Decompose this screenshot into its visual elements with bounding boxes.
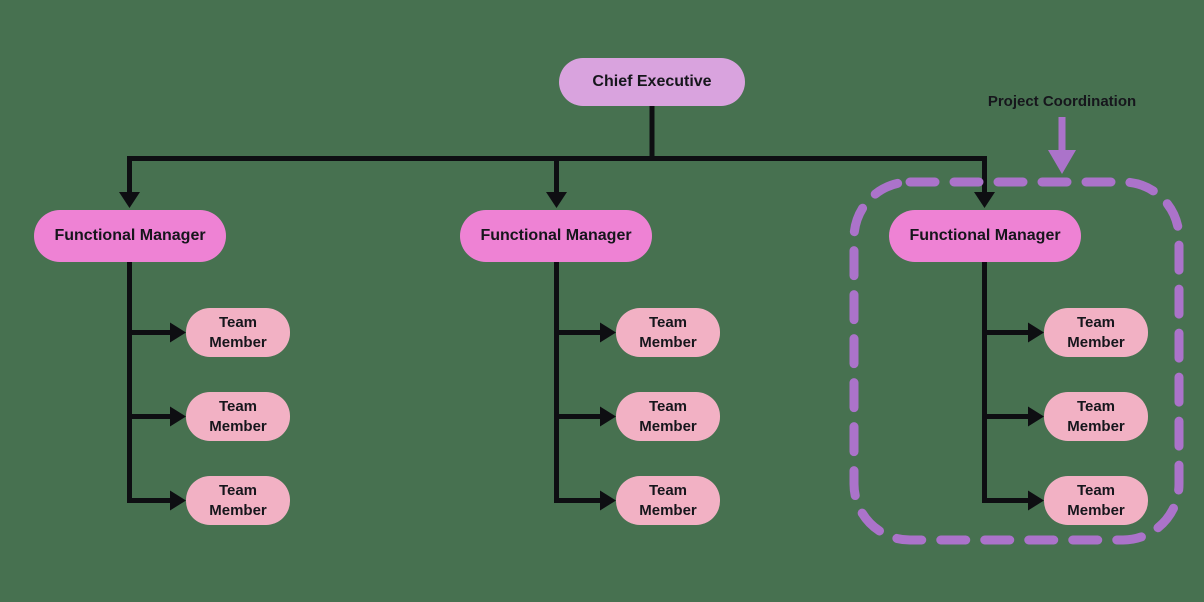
right-arrow-icon — [170, 406, 186, 427]
right-arrow-icon — [600, 322, 616, 343]
node-label: Team Member — [209, 482, 267, 519]
group-spines — [127, 262, 987, 501]
down-arrow-icon — [546, 192, 567, 208]
node-label: Team Member — [639, 398, 697, 435]
node-label: Team Member — [209, 314, 267, 351]
node-functional-manager-2: Functional Manager — [460, 210, 652, 262]
node-label: Team Member — [209, 398, 267, 435]
project-coordination-label: Project Coordination — [942, 93, 1182, 110]
right-arrow-icon — [1028, 322, 1044, 343]
node-team-member: Team Member — [616, 308, 720, 357]
node-team-member: Team Member — [186, 476, 290, 525]
node-label: Chief Executive — [592, 73, 712, 90]
right-arrow-icon — [170, 490, 186, 511]
node-label: Functional Manager — [909, 227, 1061, 244]
coordination-arrow-icon — [1048, 117, 1076, 174]
node-team-member: Team Member — [616, 476, 720, 525]
node-label: Team Member — [1067, 482, 1125, 519]
right-arrow-icon — [170, 322, 186, 343]
right-arrow-icon — [600, 490, 616, 511]
trunk-line — [129, 106, 985, 161]
node-team-member: Team Member — [1044, 476, 1148, 525]
node-team-member: Team Member — [1044, 392, 1148, 441]
node-label: Functional Manager — [54, 227, 206, 244]
right-arrow-icon — [1028, 406, 1044, 427]
down-arrow-icon — [119, 192, 140, 208]
node-chief-executive: Chief Executive — [559, 58, 745, 106]
node-team-member: Team Member — [186, 392, 290, 441]
node-functional-manager-3: Functional Manager — [889, 210, 1081, 262]
node-label: Team Member — [639, 482, 697, 519]
manager-drop-lines — [127, 156, 987, 193]
annotation-text: Project Coordination — [987, 93, 1137, 110]
node-team-member: Team Member — [1044, 308, 1148, 357]
node-team-member: Team Member — [616, 392, 720, 441]
node-team-member: Team Member — [186, 308, 290, 357]
right-arrow-icon — [600, 406, 616, 427]
hierarchy-connectors — [127, 106, 1029, 503]
down-arrow-icon — [974, 192, 995, 208]
node-label: Functional Manager — [480, 227, 632, 244]
node-label: Team Member — [1067, 398, 1125, 435]
node-label: Team Member — [639, 314, 697, 351]
right-arrow-icon — [1028, 490, 1044, 511]
node-label: Team Member — [1067, 314, 1125, 351]
node-functional-manager-1: Functional Manager — [34, 210, 226, 262]
